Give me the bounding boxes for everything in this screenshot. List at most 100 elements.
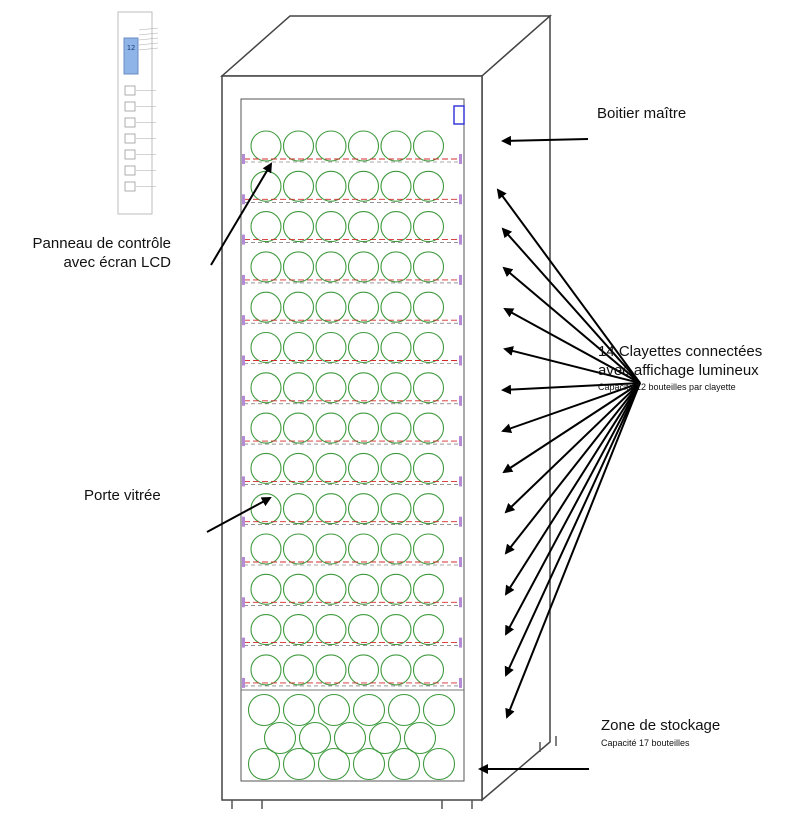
arrow-clayette	[503, 346, 641, 384]
shelf	[242, 291, 462, 326]
bottle	[347, 654, 380, 686]
arrows	[206, 135, 641, 774]
shelf-clip-right	[459, 395, 462, 406]
shelf-clip-right	[459, 677, 462, 688]
shelf	[242, 211, 462, 245]
storage-bottle	[282, 693, 316, 727]
bottle	[282, 211, 315, 243]
shelf-clip-right	[459, 274, 462, 285]
light-icon	[124, 117, 136, 128]
arrow-clayette	[502, 266, 641, 384]
svg-text:12: 12	[127, 44, 135, 52]
shelf-clip-right	[459, 154, 462, 164]
bottle	[412, 130, 445, 162]
shelf-clip-left	[242, 476, 245, 487]
bottle	[315, 533, 347, 565]
shelf	[242, 573, 462, 608]
bottle	[315, 291, 347, 323]
shelves	[242, 130, 462, 688]
bottle	[315, 251, 347, 283]
bottle	[347, 614, 380, 646]
bottle	[250, 130, 282, 162]
bottle	[250, 251, 282, 283]
lock-icon	[124, 165, 136, 176]
bottle	[282, 170, 315, 202]
arrow-clayette	[504, 382, 641, 596]
bottle	[380, 654, 412, 686]
bottle	[412, 372, 445, 404]
bottle	[282, 533, 315, 565]
shelf-clip-left	[242, 274, 245, 285]
shelf-clip-left	[242, 557, 245, 567]
shelf-clip-left	[242, 395, 245, 406]
bottle	[315, 170, 347, 202]
arrow-clayette	[501, 227, 641, 384]
bottle	[347, 251, 380, 283]
storage-bottle	[247, 693, 281, 727]
storage-bottle	[282, 747, 316, 781]
arrow-clayette	[496, 188, 641, 384]
bottle	[412, 533, 445, 565]
bottle	[315, 493, 347, 525]
bottle	[315, 452, 347, 484]
shelf-clip-right	[459, 597, 462, 608]
shelf-clip-left	[242, 637, 245, 648]
set-icon	[124, 85, 136, 96]
shelf	[242, 533, 462, 567]
arrow-panneau	[210, 162, 273, 266]
shelf-clip-right	[459, 516, 462, 527]
label-clayettes-line2: avec affichage lumineux	[598, 362, 759, 379]
arrow-porte	[206, 497, 272, 533]
control-panel: 12	[117, 11, 159, 215]
shelf-clip-right	[459, 436, 462, 447]
bottle	[347, 170, 380, 202]
label-panneau-line2: avec écran LCD	[63, 254, 171, 271]
bottle	[315, 614, 347, 646]
label-zone-capacity: Capacité 17 bouteilles	[601, 738, 690, 748]
storage-bottle	[422, 747, 456, 781]
bottle	[347, 533, 380, 565]
bottle	[282, 654, 315, 686]
storage-bottle	[352, 747, 386, 781]
bottle	[380, 170, 412, 202]
bottle	[282, 614, 315, 646]
arrow-clayette	[502, 382, 641, 474]
bottle	[412, 452, 445, 484]
bottle	[282, 573, 315, 605]
bottle	[380, 614, 412, 646]
bottle	[412, 573, 445, 605]
storage-bottle	[368, 721, 402, 755]
shelf-clip-left	[242, 355, 245, 366]
storage-bottle	[403, 721, 437, 755]
wt-icon	[124, 101, 136, 112]
shelf-clip-right	[459, 637, 462, 648]
shelf	[242, 493, 462, 527]
shelf-clip-right	[459, 476, 462, 487]
arrow-clayette	[505, 382, 641, 719]
door-handle	[453, 105, 465, 125]
storage-bottle	[247, 747, 281, 781]
bottle	[380, 331, 412, 364]
bottle	[315, 130, 347, 162]
bottle	[412, 291, 445, 323]
bottle	[347, 412, 380, 444]
shelf	[242, 251, 462, 285]
arrow-clayette	[504, 382, 641, 555]
bottle	[347, 372, 380, 404]
bottle	[380, 130, 412, 162]
bottle	[347, 291, 380, 323]
shelf	[242, 614, 462, 648]
shelf	[242, 654, 462, 688]
shelf	[242, 412, 462, 447]
shelf-clip-left	[242, 194, 245, 205]
shelf-clip-left	[242, 154, 245, 164]
arrow-boitier	[501, 135, 589, 146]
cabinet-body	[220, 14, 557, 809]
bottle	[380, 533, 412, 565]
shelf-clip-left	[242, 234, 245, 245]
bottle	[250, 372, 282, 404]
bottle	[250, 331, 282, 364]
glass-door	[240, 98, 465, 782]
label-clayettes-capacity: Capacité 12 bouteilles par clayette	[598, 382, 736, 392]
